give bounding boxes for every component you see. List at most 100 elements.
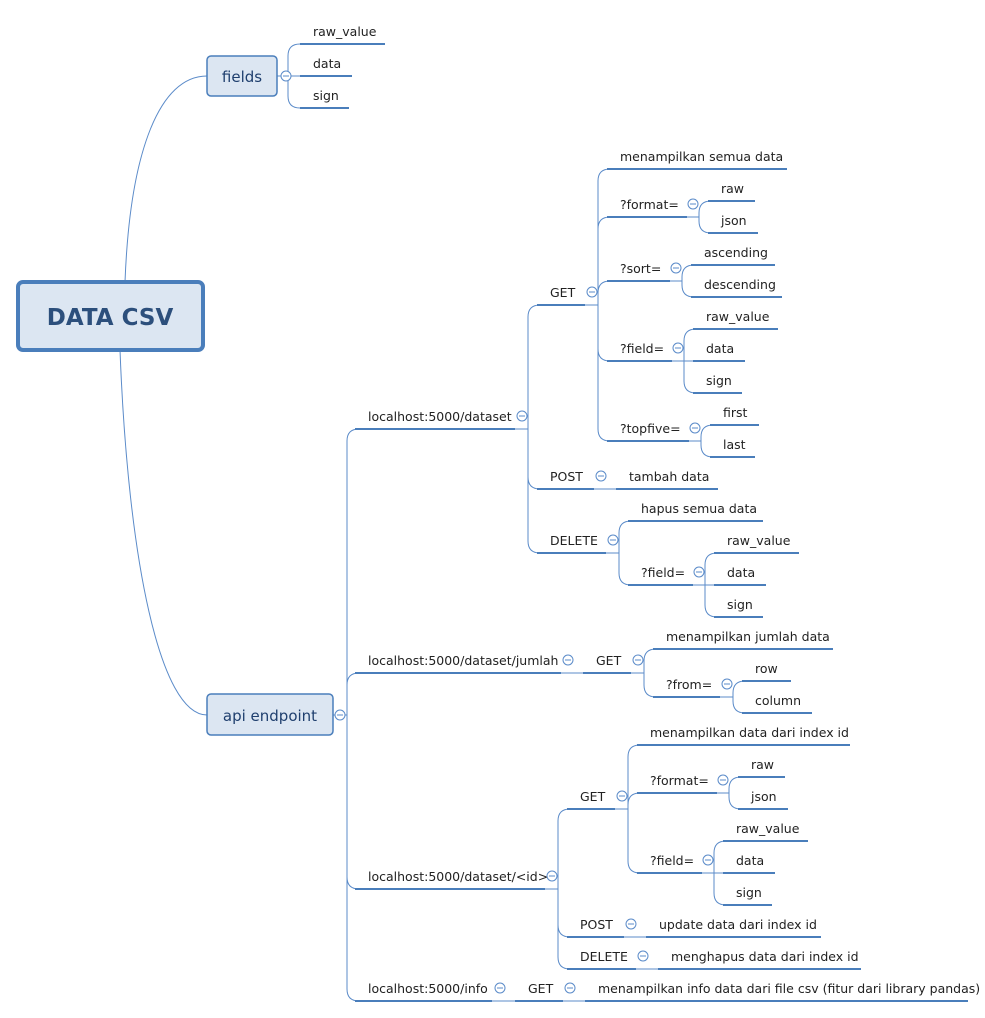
collapse-toggle-icon[interactable] <box>689 422 701 434</box>
byid-get-format-node[interactable]: ?format= <box>637 773 717 794</box>
svg-text:DELETE: DELETE <box>550 533 598 548</box>
connector-line <box>346 672 360 715</box>
connector-line <box>287 43 301 76</box>
byid-post-node[interactable]: POST <box>567 917 624 938</box>
collapse-toggle-icon[interactable] <box>717 774 729 786</box>
collapse-toggle-icon[interactable] <box>595 470 607 482</box>
dataset-get-field-data-node[interactable]: data <box>693 341 745 362</box>
dataset-get-topfive-first-node[interactable]: first <box>710 405 759 426</box>
fields-raw-value-node[interactable]: raw_value <box>300 24 385 45</box>
byid-delete-node[interactable]: DELETE <box>567 949 636 970</box>
svg-text:column: column <box>755 693 801 708</box>
collapse-toggle-icon[interactable] <box>632 654 644 666</box>
collapse-toggle-icon[interactable] <box>546 870 558 882</box>
collapse-toggle-icon[interactable] <box>564 982 576 994</box>
fields-sign-node[interactable]: sign <box>300 88 349 109</box>
collapse-toggle-icon[interactable] <box>672 342 684 354</box>
dataset-delete-field-node[interactable]: ?field= <box>628 565 693 586</box>
dataset-get-node[interactable]: GET <box>537 285 585 306</box>
collapse-toggle-icon[interactable] <box>334 709 346 721</box>
dataset-get-field-raw-value-node[interactable]: raw_value <box>693 309 778 330</box>
connector-line <box>681 264 695 281</box>
dataset-post-action-node[interactable]: tambah data <box>616 469 718 490</box>
connector-line <box>683 361 697 394</box>
dataset-get-topfive-last-node[interactable]: last <box>710 437 755 458</box>
info-get-action-node[interactable]: menampilkan info data dari file csv (fit… <box>585 981 980 1002</box>
dataset-post-node[interactable]: POST <box>537 469 594 490</box>
byid-get-field-sign-node[interactable]: sign <box>723 885 772 906</box>
collapse-toggle-icon[interactable] <box>687 198 699 210</box>
dataset-get-format-raw-node[interactable]: raw <box>708 181 755 202</box>
dataset-get-sort-descending-node[interactable]: descending <box>691 277 782 298</box>
dataset-delete-field-raw-value-node[interactable]: raw_value <box>714 533 799 554</box>
dataset-get-format-node[interactable]: ?format= <box>607 197 687 218</box>
jumlah-get-from-node[interactable]: ?from= <box>653 677 720 698</box>
dataset-get-topfive-node[interactable]: ?topfive= <box>607 421 689 442</box>
api-endpoint-topic[interactable]: api endpoint <box>206 693 334 736</box>
jumlah-get-node[interactable]: GET <box>583 653 631 674</box>
collapse-toggle-icon[interactable] <box>280 70 292 82</box>
dataset-delete-node[interactable]: DELETE <box>537 533 606 554</box>
byid-get-all-node[interactable]: menampilkan data dari index id <box>637 725 850 746</box>
collapse-toggle-icon[interactable] <box>670 262 682 274</box>
connector-line <box>643 648 657 673</box>
fields-topic[interactable]: fields <box>206 55 278 97</box>
byid-get-field-raw-value-node[interactable]: raw_value <box>723 821 808 842</box>
collapse-toggle-icon[interactable] <box>616 790 628 802</box>
connector-line <box>597 305 611 442</box>
dataset-get-field-node[interactable]: ?field= <box>607 341 672 362</box>
dataset-get-field-sign-node[interactable]: sign <box>693 373 742 394</box>
root-topic[interactable]: DATA CSV <box>16 280 205 352</box>
endpoint-jumlah-node[interactable]: localhost:5000/dataset/jumlah <box>355 653 561 674</box>
collapse-toggle-icon[interactable] <box>693 566 705 578</box>
dataset-get-sort-ascending-node[interactable]: ascending <box>691 245 775 266</box>
fields-data-node[interactable]: data <box>300 56 352 77</box>
dataset-get-format-json-node[interactable]: json <box>708 213 758 234</box>
collapse-toggle-icon[interactable] <box>586 286 598 298</box>
collapse-toggle-icon[interactable] <box>494 982 506 994</box>
byid-get-format-json-node[interactable]: json <box>738 789 788 810</box>
byid-get-node[interactable]: GET <box>567 789 615 810</box>
collapse-toggle-icon[interactable] <box>702 854 714 866</box>
dataset-delete-field-data-node[interactable]: data <box>714 565 766 586</box>
jumlah-get-from-row-node[interactable]: row <box>742 661 791 682</box>
byid-get-field-data-node[interactable]: data <box>723 853 775 874</box>
dataset-get-sort-node[interactable]: ?sort= <box>607 261 670 282</box>
collapse-toggle-icon[interactable] <box>607 534 619 546</box>
connector-line <box>597 280 611 305</box>
connector-line <box>643 673 657 698</box>
collapse-toggle-icon[interactable] <box>721 678 733 690</box>
endpoint-byid-node[interactable]: localhost:5000/dataset/<id> <box>355 869 548 890</box>
collapse-toggle-icon[interactable] <box>625 918 637 930</box>
connector-line <box>704 585 718 618</box>
connector-line <box>700 424 714 441</box>
dataset-get-all-node[interactable]: menampilkan semua data <box>607 149 787 170</box>
connector-line <box>119 349 208 716</box>
endpoint-dataset-node[interactable]: localhost:5000/dataset <box>355 409 515 430</box>
connector-line <box>683 328 697 361</box>
dataset-delete-field-sign-node[interactable]: sign <box>714 597 763 618</box>
collapse-toggle-icon[interactable] <box>516 410 528 422</box>
byid-get-format-raw-node[interactable]: raw <box>738 757 785 778</box>
dataset-delete-all-node[interactable]: hapus semua data <box>628 501 763 522</box>
collapse-toggle-icon[interactable] <box>637 950 649 962</box>
svg-text:menampilkan semua data: menampilkan semua data <box>620 149 783 164</box>
collapse-toggle-icon[interactable] <box>562 654 574 666</box>
jumlah-get-all-node[interactable]: menampilkan jumlah data <box>653 629 833 650</box>
jumlah-get-from-column-node[interactable]: column <box>742 693 812 714</box>
byid-post-action-node[interactable]: update data dari index id <box>646 917 821 938</box>
info-get-node[interactable]: GET <box>515 981 563 1002</box>
svg-text:POST: POST <box>580 917 613 932</box>
connector-line <box>557 808 571 889</box>
connector-line <box>597 305 611 362</box>
connector-line <box>698 200 712 217</box>
svg-text:data: data <box>706 341 734 356</box>
endpoint-info-node[interactable]: localhost:5000/info <box>355 981 492 1002</box>
svg-text:?format=: ?format= <box>620 197 679 212</box>
svg-text:json: json <box>720 213 747 228</box>
connector-line <box>557 889 571 938</box>
svg-text:raw_value: raw_value <box>736 821 800 836</box>
byid-get-field-node[interactable]: ?field= <box>637 853 702 874</box>
svg-text:localhost:5000/info: localhost:5000/info <box>368 981 488 996</box>
byid-delete-action-node[interactable]: menghapus data dari index id <box>658 949 861 970</box>
